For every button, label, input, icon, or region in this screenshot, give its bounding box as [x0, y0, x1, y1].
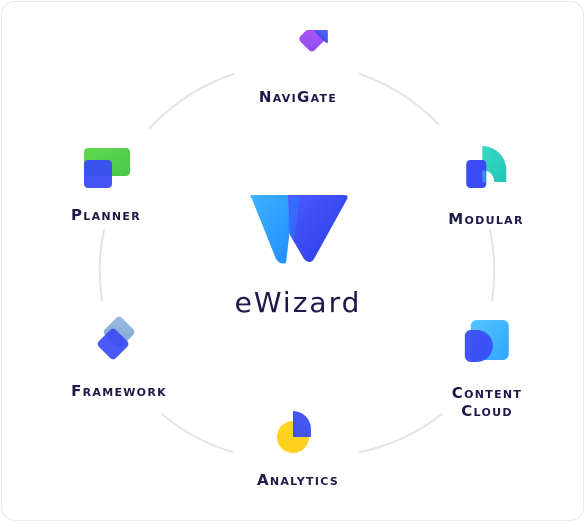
navigate-label: NaviGate: [258, 88, 338, 106]
modular-label: Modular: [448, 210, 524, 228]
navigate-icon: [299, 30, 328, 52]
ring-arc-analytics-framework: [161, 413, 233, 453]
ring-arc-contentcloud-analytics: [359, 413, 443, 453]
analytics-icon: [277, 411, 311, 453]
node-analytics[interactable]: Analytics: [257, 407, 339, 489]
node-planner[interactable]: Planner: [71, 146, 141, 224]
planner-icon: [83, 148, 130, 188]
modular-icon: [466, 146, 506, 188]
node-navigate[interactable]: NaviGate: [259, 30, 337, 106]
content-cloud-label-line2: Cloud: [461, 402, 513, 420]
node-modular[interactable]: Modular: [448, 142, 523, 228]
content-cloud-icon: [465, 320, 509, 362]
node-content-cloud[interactable]: Content Cloud: [452, 318, 522, 420]
ring-arc-planner-navigate: [149, 73, 235, 129]
ring-arc-framework-planner: [98, 229, 105, 301]
content-cloud-label-line1: Content: [451, 384, 523, 402]
ring-arc-navigate-modular: [359, 73, 439, 125]
framework-icon: [97, 316, 135, 360]
node-framework[interactable]: Framework: [71, 316, 167, 400]
analytics-label: Analytics: [256, 471, 340, 489]
center-title: eWizard: [234, 286, 362, 319]
ewizard-logo-icon: [250, 195, 348, 264]
planner-label: Planner: [70, 206, 142, 224]
ring-arc-modular-contentcloud: [489, 229, 496, 301]
framework-label: Framework: [71, 382, 167, 400]
